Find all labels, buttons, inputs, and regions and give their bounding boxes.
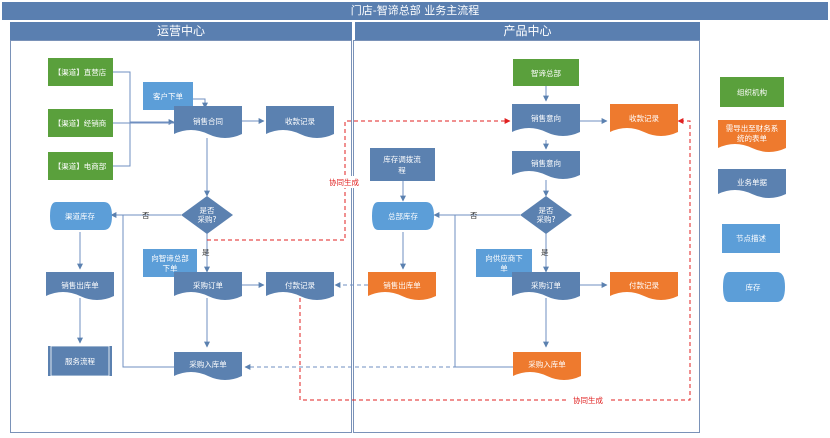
node-channel-stock[interactable]: 渠道库存 xyxy=(50,202,112,230)
svg-text:节点描述: 节点描述 xyxy=(736,233,766,243)
legend: 组织机构 需导出至财务系 统的表单 业务单据 节点描述 库存 xyxy=(718,77,786,302)
node-customer-order[interactable]: 客户下单 xyxy=(143,82,193,110)
order-to-supplier-line-1: 向供应商下 xyxy=(485,253,523,263)
node-prod-sales-outbound[interactable]: 销售出库单 xyxy=(368,272,436,300)
lane-header-product: 产品中心 xyxy=(355,22,700,40)
node-stock-transfer[interactable]: 库存调拨流 程 xyxy=(370,148,435,181)
edge-label-no-1: 否 xyxy=(142,211,150,220)
node-ops-decision[interactable]: 是否 采购? xyxy=(181,196,233,234)
svg-text:销售意向: 销售意向 xyxy=(531,158,561,168)
svg-text:采购订单: 采购订单 xyxy=(531,280,561,290)
edge-inbound-stock xyxy=(122,215,174,368)
node-channel-direct[interactable]: 【渠道】直营店 xyxy=(48,58,113,86)
edge-channel-direct xyxy=(113,71,175,125)
order-to-hq-line-1: 向智谛总部 xyxy=(151,253,189,263)
order-to-supplier-line-2: 单 xyxy=(500,263,508,273)
legend-node-desc: 节点描述 xyxy=(722,224,780,253)
legend-finance-doc: 需导出至财务系 统的表单 xyxy=(718,120,786,152)
node-ops-purchase-inbound[interactable]: 采购入库单 xyxy=(174,352,242,380)
legend-finance-line-1: 需导出至财务系 xyxy=(726,123,779,133)
node-channel-dealer[interactable]: 【渠道】经销商 xyxy=(48,109,113,137)
svg-text:组织机构: 组织机构 xyxy=(737,87,767,97)
legend-stock: 库存 xyxy=(723,272,785,302)
svg-text:渠道库存: 渠道库存 xyxy=(65,211,95,221)
svg-text:销售出库单: 销售出库单 xyxy=(383,280,421,290)
node-ops-purchase-order[interactable]: 采购订单 xyxy=(174,272,242,300)
lane-ops xyxy=(10,40,352,433)
svg-text:付款记录: 付款记录 xyxy=(285,280,315,290)
svg-text:采购订单: 采购订单 xyxy=(193,280,223,290)
svg-text:智谛总部: 智谛总部 xyxy=(531,68,561,78)
node-ops-receipt[interactable]: 收款记录 xyxy=(266,106,334,138)
node-prod-decision[interactable]: 是否 采购? xyxy=(520,196,572,234)
prod-decision-line-2: 采购? xyxy=(537,214,556,224)
connectors xyxy=(77,71,608,370)
node-channel-ecom[interactable]: 【渠道】电商部 xyxy=(48,152,113,180)
svg-text:销售合同: 销售合同 xyxy=(193,116,223,126)
svg-text:【渠道】经销商: 【渠道】经销商 xyxy=(54,118,107,128)
svg-text:客户下单: 客户下单 xyxy=(153,91,183,101)
stock-transfer-line-1: 库存调拨流 xyxy=(383,154,421,164)
edge-label-yes-2: 是 xyxy=(541,248,549,257)
legend-org: 组织机构 xyxy=(720,77,784,107)
order-to-hq-line-2: 下单 xyxy=(163,263,178,273)
node-sales-contract[interactable]: 销售合同 xyxy=(174,106,242,138)
node-prod-receipt[interactable]: 收款记录 xyxy=(610,104,678,136)
edge-prod-inbound-stock xyxy=(454,215,513,368)
ops-decision-line-1: 是否 xyxy=(200,206,215,215)
svg-text:采购入库单: 采购入库单 xyxy=(189,359,227,369)
sync-edge-bottom xyxy=(299,118,691,401)
sync-label-top-bg xyxy=(326,176,366,188)
node-prod-purchase-order[interactable]: 采购订单 xyxy=(512,272,580,300)
node-ops-payment[interactable]: 付款记录 xyxy=(266,272,334,300)
node-sales-outbound[interactable]: 销售出库单 xyxy=(46,272,114,300)
svg-text:服务流程: 服务流程 xyxy=(65,356,95,366)
lane-header-ops: 运营中心 xyxy=(10,22,352,40)
svg-text:收款记录: 收款记录 xyxy=(285,116,315,126)
ops-decision-line-2: 采购? xyxy=(198,214,217,224)
sync-label-bottom: 协同生成 xyxy=(573,395,603,405)
edge-channel-ecom xyxy=(113,122,131,167)
svg-text:销售意向: 销售意向 xyxy=(531,113,561,123)
sync-label-bottom-bg xyxy=(568,395,608,407)
svg-text:总部库存: 总部库存 xyxy=(388,211,418,221)
legend-finance-line-2: 统的表单 xyxy=(737,133,767,143)
sync-connectors xyxy=(207,118,691,401)
prod-decision-line-1: 是否 xyxy=(539,206,554,215)
legend-business-doc: 业务单据 xyxy=(718,169,786,198)
stock-transfer-line-2: 程 xyxy=(398,166,406,175)
node-hq-stock[interactable]: 总部库存 xyxy=(372,202,434,230)
sync-label-top: 协同生成 xyxy=(329,177,359,187)
node-sales-intent-2[interactable]: 销售意向 xyxy=(512,151,580,179)
node-service-flow[interactable]: 服务流程 xyxy=(48,345,112,377)
svg-text:【渠道】直营店: 【渠道】直营店 xyxy=(54,67,107,77)
svg-text:销售出库单: 销售出库单 xyxy=(61,280,99,290)
diagram-title: 门店-智谛总部 业务主流程 xyxy=(2,2,828,20)
svg-text:收款记录: 收款记录 xyxy=(629,113,659,123)
svg-text:【渠道】电商部: 【渠道】电商部 xyxy=(54,161,107,171)
svg-text:库存: 库存 xyxy=(746,282,761,292)
node-prod-purchase-inbound[interactable]: 采购入库单 xyxy=(513,352,581,380)
svg-text:业务单据: 业务单据 xyxy=(737,177,767,187)
node-hq[interactable]: 智谛总部 xyxy=(513,59,579,86)
edge-label-yes-1: 是 xyxy=(202,248,210,257)
node-sales-intent-1[interactable]: 销售意向 xyxy=(512,104,580,136)
lane-product xyxy=(353,40,700,433)
edge-label-no-2: 否 xyxy=(470,211,478,220)
svg-text:采购入库单: 采购入库单 xyxy=(528,359,566,369)
svg-text:付款记录: 付款记录 xyxy=(629,280,659,290)
node-prod-payment[interactable]: 付款记录 xyxy=(610,272,678,300)
